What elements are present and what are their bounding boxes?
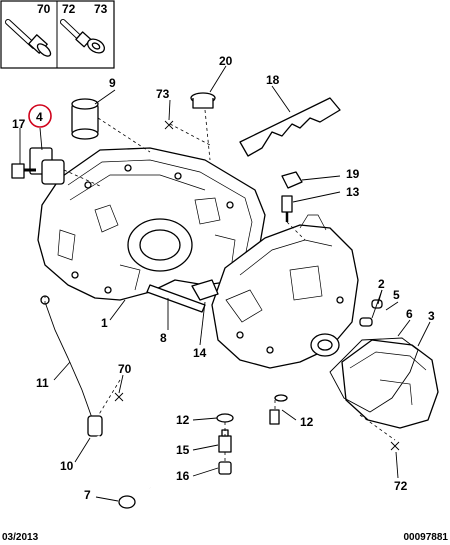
cable-part-11 — [40, 295, 93, 419]
callout-6: 6 — [406, 307, 413, 321]
callout-14: 14 — [193, 346, 207, 360]
plug-part-20 — [190, 92, 216, 109]
cap-part-7 — [118, 495, 136, 509]
callout-labels: 17 4 9 20 73 18 19 13 2 5 6 3 1 8 14 11 … — [12, 54, 435, 502]
assembly-guide-lines — [44, 109, 396, 462]
tube-part-10 — [87, 415, 151, 490]
rail-part-8 — [146, 284, 206, 313]
callout-4: 4 — [36, 110, 43, 124]
callout-17: 17 — [12, 117, 26, 131]
callout-11: 11 — [36, 376, 49, 390]
callout-15: 15 — [176, 443, 190, 457]
fastener-markers — [114, 120, 400, 451]
callout-19: 19 — [346, 167, 360, 181]
cap-part-19 — [281, 171, 303, 189]
callout-18: 18 — [266, 73, 280, 87]
highlight-circle-part-4 — [28, 104, 52, 128]
callout-2: 2 — [378, 277, 385, 291]
callout-9: 9 — [109, 76, 116, 90]
callout-16: 16 — [176, 469, 190, 483]
bolt-part-12b — [269, 394, 288, 425]
leader-lines — [19, 65, 431, 502]
legend-label-73: 73 — [94, 2, 108, 16]
flange-bolt-icon — [5, 19, 52, 57]
flange-part-4 — [29, 147, 65, 185]
footer-date: 03/2013 — [2, 532, 39, 543]
callout-73: 73 — [156, 87, 170, 101]
callout-10: 10 — [60, 459, 74, 473]
callout-3: 3 — [428, 309, 435, 323]
pad-part-14 — [191, 279, 219, 301]
legend-label-72: 72 — [62, 2, 76, 16]
callout-12-lower: 12 — [300, 415, 314, 429]
rear-cover-part-3 — [341, 339, 439, 429]
callout-20: 20 — [219, 54, 233, 68]
callout-13: 13 — [346, 185, 360, 199]
legend-label-70: 70 — [37, 2, 51, 16]
dowel-pins-part-5 — [359, 299, 383, 327]
nut-washer-icon — [86, 38, 106, 54]
footer-reference: 00097881 — [404, 532, 449, 543]
callout-1: 1 — [101, 316, 108, 330]
callout-5: 5 — [393, 288, 400, 302]
callout-12-upper: 12 — [176, 413, 190, 427]
callout-70: 70 — [118, 362, 132, 376]
callout-7: 7 — [84, 488, 91, 502]
fastener-legend-box: 70 72 73 — [0, 0, 115, 69]
callout-8: 8 — [160, 331, 167, 345]
clutch-housing-part-1 — [37, 147, 266, 301]
callout-72: 72 — [394, 479, 408, 493]
guide-tube-part-9 — [71, 98, 99, 140]
gasket-part-6 — [329, 337, 419, 413]
gearbox-casing-part-2 — [211, 214, 359, 369]
bolt-part-17 — [11, 163, 36, 179]
sensor-part-13 — [281, 195, 293, 222]
shield-part-18 — [239, 97, 341, 157]
